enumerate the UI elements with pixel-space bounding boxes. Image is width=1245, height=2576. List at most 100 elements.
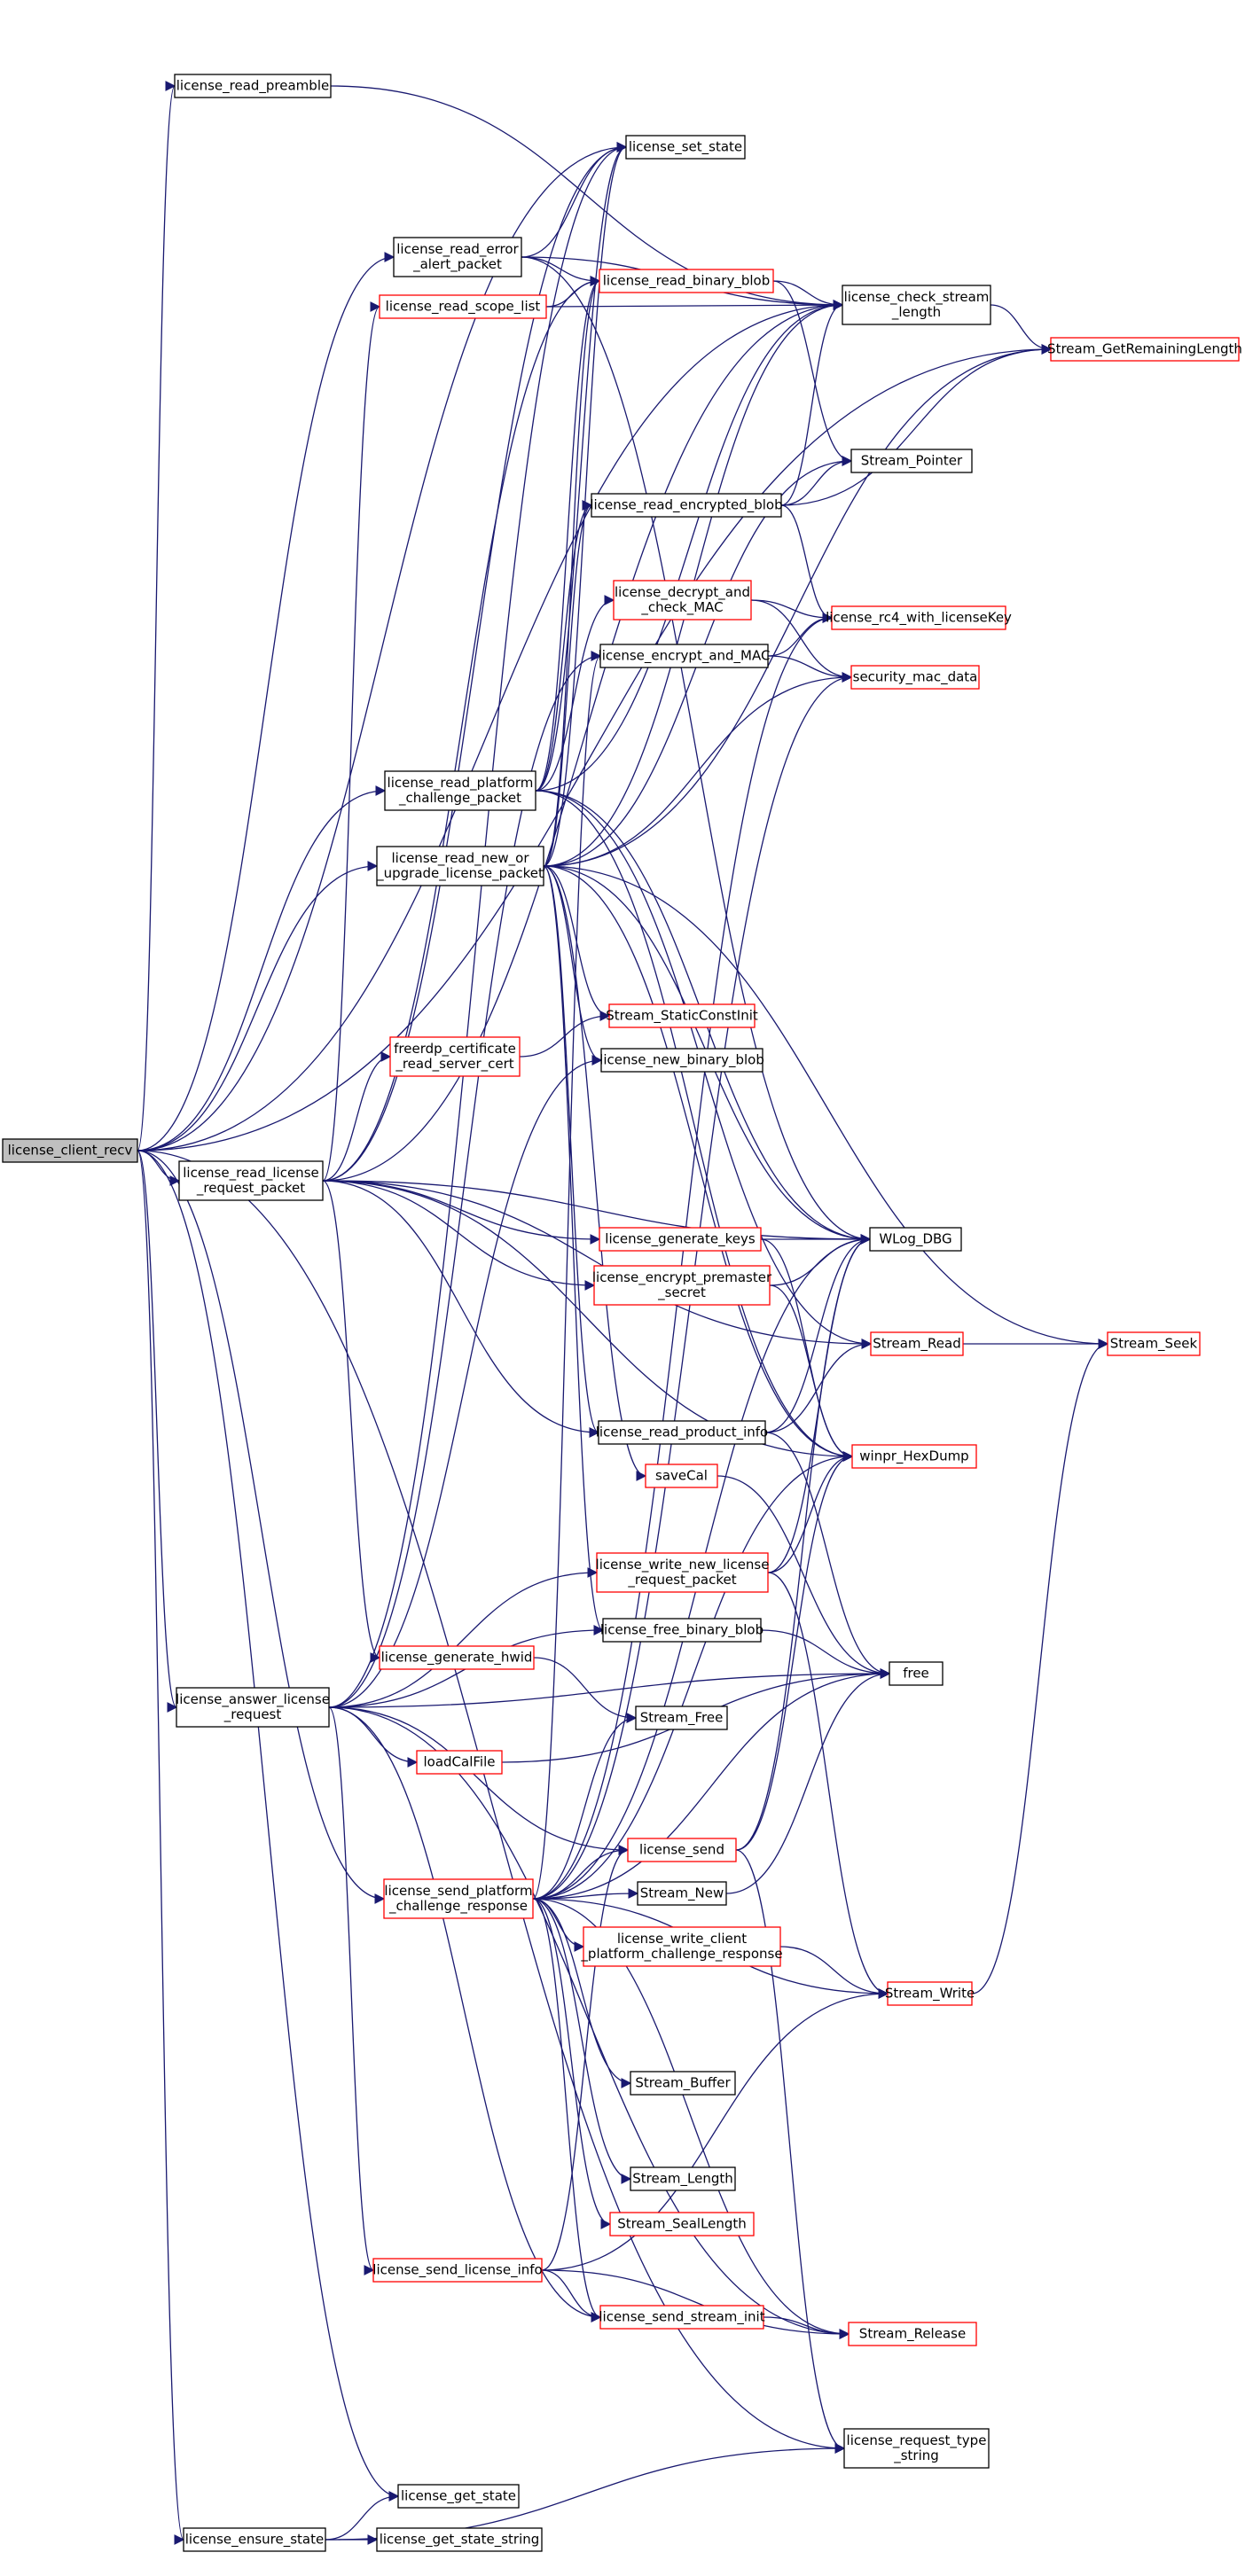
node-box[interactable]	[384, 770, 536, 811]
node-box[interactable]	[608, 1003, 756, 1028]
node-license_request_type_string[interactable]: license_request_type_string	[843, 2428, 990, 2469]
node-box[interactable]	[1107, 1331, 1201, 1356]
node-Stream_GetRemainingLength[interactable]: Stream_GetRemainingLength	[1047, 337, 1242, 362]
node-Stream_Release[interactable]: Stream_Release	[848, 2322, 977, 2346]
node-license_write_client_platform_challenge_response[interactable]: license_write_client_platform_challenge_…	[580, 1926, 783, 1967]
node-box[interactable]	[176, 1687, 330, 1728]
node-box[interactable]	[183, 2527, 326, 2552]
node-license_rc4_with_licenseKey[interactable]: license_rc4_with_licenseKey	[826, 605, 1012, 630]
node-license_new_binary_blob[interactable]: license_new_binary_blob	[599, 1048, 764, 1073]
node-box[interactable]	[376, 846, 544, 886]
node-winpr_HexDump[interactable]: winpr_HexDump	[851, 1444, 977, 1469]
node-box[interactable]	[848, 2322, 977, 2346]
node-license_read_preamble[interactable]: license_read_preamble	[174, 74, 332, 98]
node-box[interactable]	[889, 1661, 944, 1686]
node-box[interactable]	[635, 1706, 728, 1730]
node-box[interactable]	[637, 1881, 727, 1906]
node-license_generate_hwid[interactable]: license_generate_hwid	[379, 1645, 535, 1670]
node-box[interactable]	[842, 285, 991, 325]
node-license_get_state_string[interactable]: license_get_state_string	[376, 2527, 543, 2552]
node-free[interactable]: free	[889, 1661, 944, 1686]
node-box[interactable]	[372, 2258, 543, 2283]
node-license_send_stream_init[interactable]: license_send_stream_init	[599, 2305, 765, 2330]
node-security_mac_data[interactable]: security_mac_data	[850, 665, 980, 690]
node-box[interactable]	[600, 1048, 763, 1073]
node-box[interactable]	[599, 644, 769, 668]
node-box[interactable]	[599, 269, 774, 293]
node-license_read_platform_challenge_packet[interactable]: license_read_platform_challenge_packet	[384, 770, 536, 811]
node-box[interactable]	[850, 665, 980, 690]
node-license_free_binary_blob[interactable]: license_free_binary_blob	[600, 1618, 763, 1643]
node-Stream_Write[interactable]: Stream_Write	[885, 1981, 975, 2006]
node-box[interactable]	[645, 1464, 718, 1488]
node-box[interactable]	[630, 2166, 736, 2191]
node-Stream_Buffer[interactable]: Stream_Buffer	[630, 2071, 736, 2096]
node-Stream_Length[interactable]: Stream_Length	[630, 2166, 736, 2191]
node-license_encrypt_and_MAC[interactable]: license_encrypt_and_MAC	[599, 644, 771, 668]
node-box[interactable]	[602, 1618, 762, 1643]
node-license_send[interactable]: license_send	[627, 1838, 737, 1862]
node-box[interactable]	[379, 294, 547, 319]
node-box[interactable]	[2, 1138, 138, 1163]
node-license_read_new_or_upgrade_license_packet[interactable]: license_read_new_or_upgrade_license_pack…	[376, 846, 544, 886]
node-box[interactable]	[887, 1981, 973, 2006]
node-box[interactable]	[598, 1420, 766, 1445]
node-Stream_StaticConstInit[interactable]: Stream_StaticConstInit	[606, 1003, 758, 1028]
node-license_read_error_alert_packet[interactable]: license_read_error_alert_packet	[393, 237, 522, 277]
node-license_set_state[interactable]: license_set_state	[625, 135, 746, 160]
node-box[interactable]	[416, 1750, 503, 1775]
node-box[interactable]	[397, 2484, 520, 2509]
node-license_get_state[interactable]: license_get_state	[397, 2484, 520, 2509]
node-box[interactable]	[1050, 337, 1240, 362]
node-license_check_stream_length[interactable]: license_check_stream_length	[842, 285, 991, 325]
node-loadCalFile[interactable]: loadCalFile	[416, 1750, 503, 1775]
node-license_generate_keys[interactable]: license_generate_keys	[599, 1227, 762, 1252]
node-license_read_binary_blob[interactable]: license_read_binary_blob	[599, 269, 774, 293]
node-box[interactable]	[627, 1838, 737, 1862]
node-box[interactable]	[591, 493, 782, 518]
node-box[interactable]	[178, 1160, 324, 1201]
node-Stream_Pointer[interactable]: Stream_Pointer	[850, 449, 973, 473]
node-box[interactable]	[599, 1227, 762, 1252]
node-box[interactable]	[851, 1444, 977, 1469]
node-license_read_encrypted_blob[interactable]: license_read_encrypted_blob	[590, 493, 783, 518]
node-freerdp_certificate_read_server_cert[interactable]: freerdp_certificate_read_server_cert	[389, 1036, 521, 1077]
node-box[interactable]	[174, 74, 332, 98]
node-WLog_DBG[interactable]: WLog_DBG	[869, 1227, 962, 1252]
node-box[interactable]	[869, 1227, 962, 1252]
node-box[interactable]	[376, 2527, 543, 2552]
node-box[interactable]	[379, 1645, 535, 1670]
node-Stream_Read[interactable]: Stream_Read	[870, 1331, 964, 1356]
node-license_client_recv[interactable]: license_client_recv	[2, 1138, 138, 1163]
node-license_write_new_license_request_packet[interactable]: license_write_new_license_request_packet	[596, 1552, 770, 1593]
node-license_send_license_info[interactable]: license_send_license_info	[372, 2258, 543, 2283]
node-box[interactable]	[831, 605, 1006, 630]
node-license_read_scope_list[interactable]: license_read_scope_list	[379, 294, 547, 319]
node-box[interactable]	[596, 1552, 769, 1593]
node-license_decrypt_and_check_MAC[interactable]: license_decrypt_and_check_MAC	[613, 580, 752, 621]
node-saveCal[interactable]: saveCal	[645, 1464, 718, 1488]
node-box[interactable]	[613, 580, 752, 621]
node-license_ensure_state[interactable]: license_ensure_state	[183, 2527, 326, 2552]
node-Stream_New[interactable]: Stream_New	[637, 1881, 727, 1906]
node-box[interactable]	[609, 2212, 755, 2236]
node-license_read_product_info[interactable]: license_read_product_info	[596, 1420, 768, 1445]
node-license_answer_license_request[interactable]: license_answer_license_request	[176, 1687, 330, 1728]
node-Stream_Free[interactable]: Stream_Free	[635, 1706, 728, 1730]
node-box[interactable]	[389, 1036, 521, 1077]
node-box[interactable]	[599, 2305, 764, 2330]
node-box[interactable]	[870, 1331, 964, 1356]
node-Stream_Seek[interactable]: Stream_Seek	[1107, 1331, 1201, 1356]
node-box[interactable]	[850, 449, 973, 473]
node-box[interactable]	[383, 1878, 534, 1919]
node-box[interactable]	[630, 2071, 736, 2096]
node-box[interactable]	[393, 237, 522, 277]
node-box[interactable]	[843, 2428, 990, 2469]
node-license_encrypt_premaster_secret[interactable]: license_encrypt_premaster_secret	[592, 1265, 772, 1306]
node-box[interactable]	[593, 1265, 771, 1306]
node-license_read_license_request_packet[interactable]: license_read_license_request_packet	[178, 1160, 324, 1201]
node-box[interactable]	[625, 135, 746, 160]
node-Stream_SealLength[interactable]: Stream_SealLength	[609, 2212, 755, 2236]
node-box[interactable]	[583, 1926, 781, 1967]
node-license_send_platform_challenge_response[interactable]: license_send_platform_challenge_response	[383, 1878, 534, 1919]
